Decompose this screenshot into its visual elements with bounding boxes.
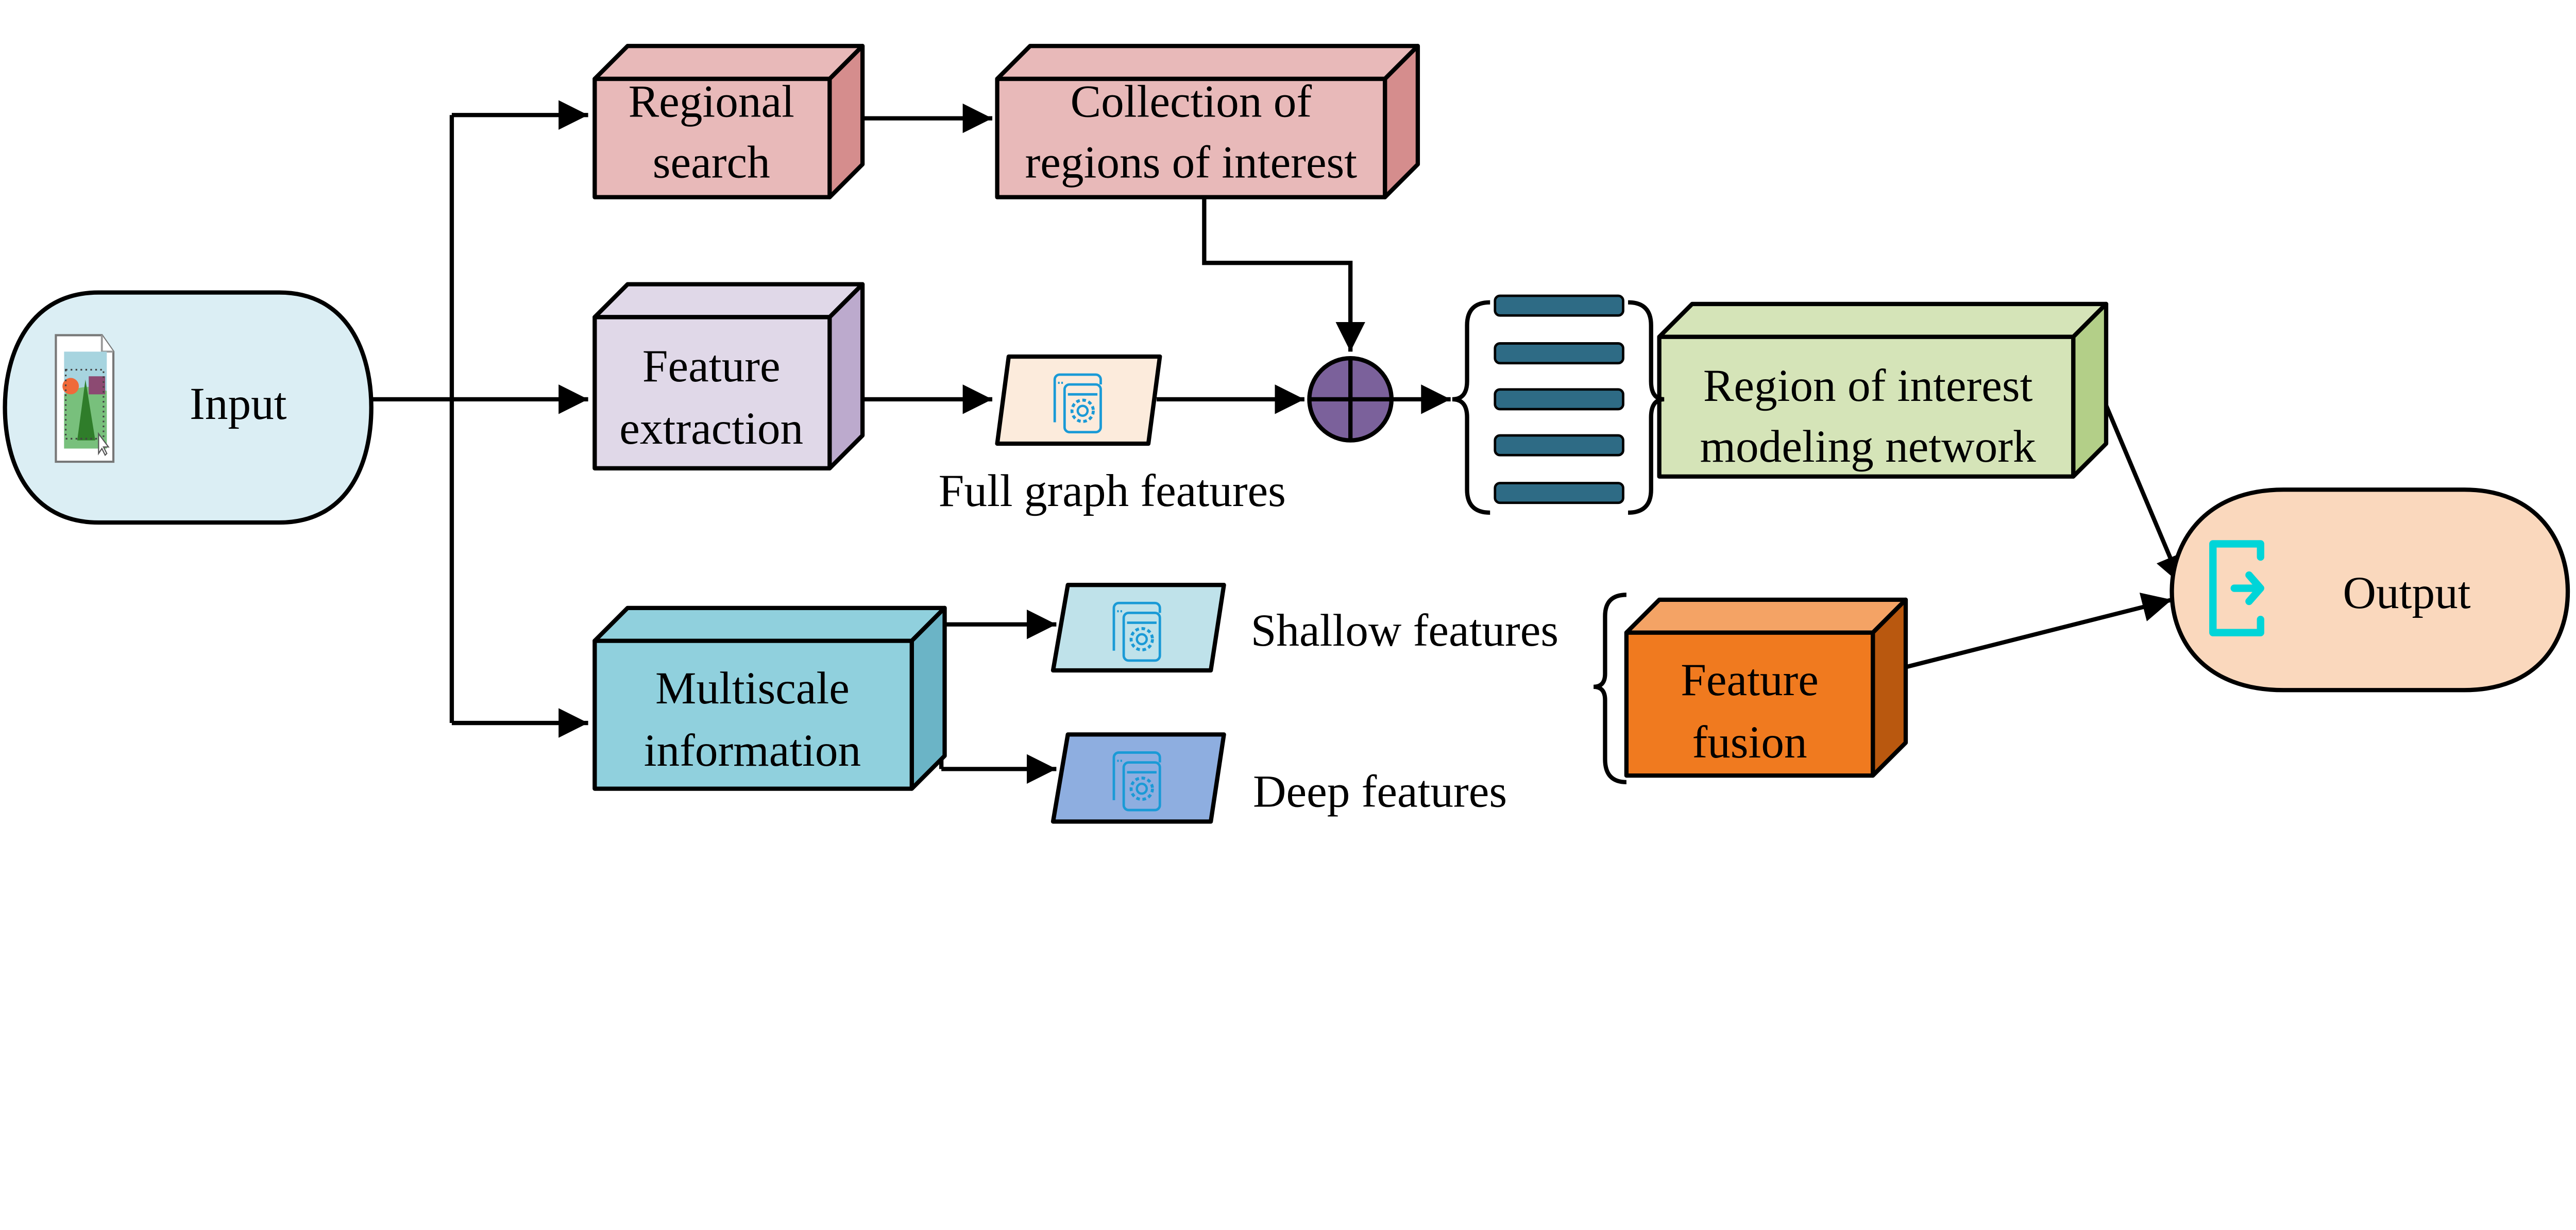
right-brace: [1628, 300, 1665, 515]
stack-bar: [1494, 388, 1624, 411]
deep-features-label: Deep features: [1253, 766, 1507, 817]
multiscale-line1: Multiscale: [655, 663, 850, 714]
full-graph-features-node: Full graph features: [939, 354, 1286, 516]
diagram-canvas: Input Regional search Collection of regi…: [3, 44, 2570, 824]
shallow-features-label: Shallow features: [1251, 605, 1558, 656]
feature-fusion-line1: Feature: [1681, 654, 1819, 705]
input-label: Input: [190, 378, 287, 429]
regional-search-box: Regional search: [592, 44, 865, 199]
edge-collection-to-combine: [1202, 197, 1365, 352]
exit-arrow-icon: [2209, 540, 2264, 636]
feature-extraction-line2: extraction: [619, 403, 803, 454]
feature-stack: [1452, 294, 1665, 515]
collection-line1: Collection of: [1071, 76, 1312, 127]
stack-bar: [1494, 482, 1624, 504]
shallow-features-node: Shallow features: [1050, 583, 1558, 673]
deep-features-node: Deep features: [1050, 732, 1507, 824]
edge-roi-to-output: [2100, 397, 2184, 586]
full-graph-features-label: Full graph features: [939, 465, 1286, 516]
feature-extraction-box: Feature extraction: [592, 282, 865, 470]
stack-bar: [1494, 294, 1624, 317]
image-file-icon: [55, 334, 115, 463]
regional-search-line2: search: [653, 137, 770, 188]
multiscale-line2: information: [644, 725, 861, 776]
feature-extraction-line1: Feature: [642, 341, 781, 392]
left-brace: [1452, 300, 1490, 515]
roi-network-box: Region of interest modeling network: [1657, 301, 2109, 479]
output-label: Output: [2343, 567, 2471, 618]
multiscale-box: Multiscale information: [592, 605, 947, 791]
edge-fusion-to-output: [1899, 593, 2173, 671]
stack-bar: [1494, 434, 1624, 457]
stack-bars: [1494, 294, 1624, 504]
feature-fusion-line2: fusion: [1692, 717, 1807, 768]
plus-circle-icon: [1307, 356, 1394, 443]
roi-network-line1: Region of interest: [1703, 360, 2033, 411]
roi-network-line2: modeling network: [1700, 421, 2036, 472]
stack-bar: [1494, 342, 1624, 365]
regional-search-line1: Regional: [629, 76, 794, 127]
feature-fusion-box: Feature fusion: [1624, 597, 1908, 778]
collection-line2: regions of interest: [1025, 137, 1358, 188]
output-node: Output: [2170, 487, 2570, 693]
fusion-brace: [1593, 593, 1627, 784]
input-node: Input: [3, 290, 374, 525]
collection-box: Collection of regions of interest: [995, 44, 1420, 199]
